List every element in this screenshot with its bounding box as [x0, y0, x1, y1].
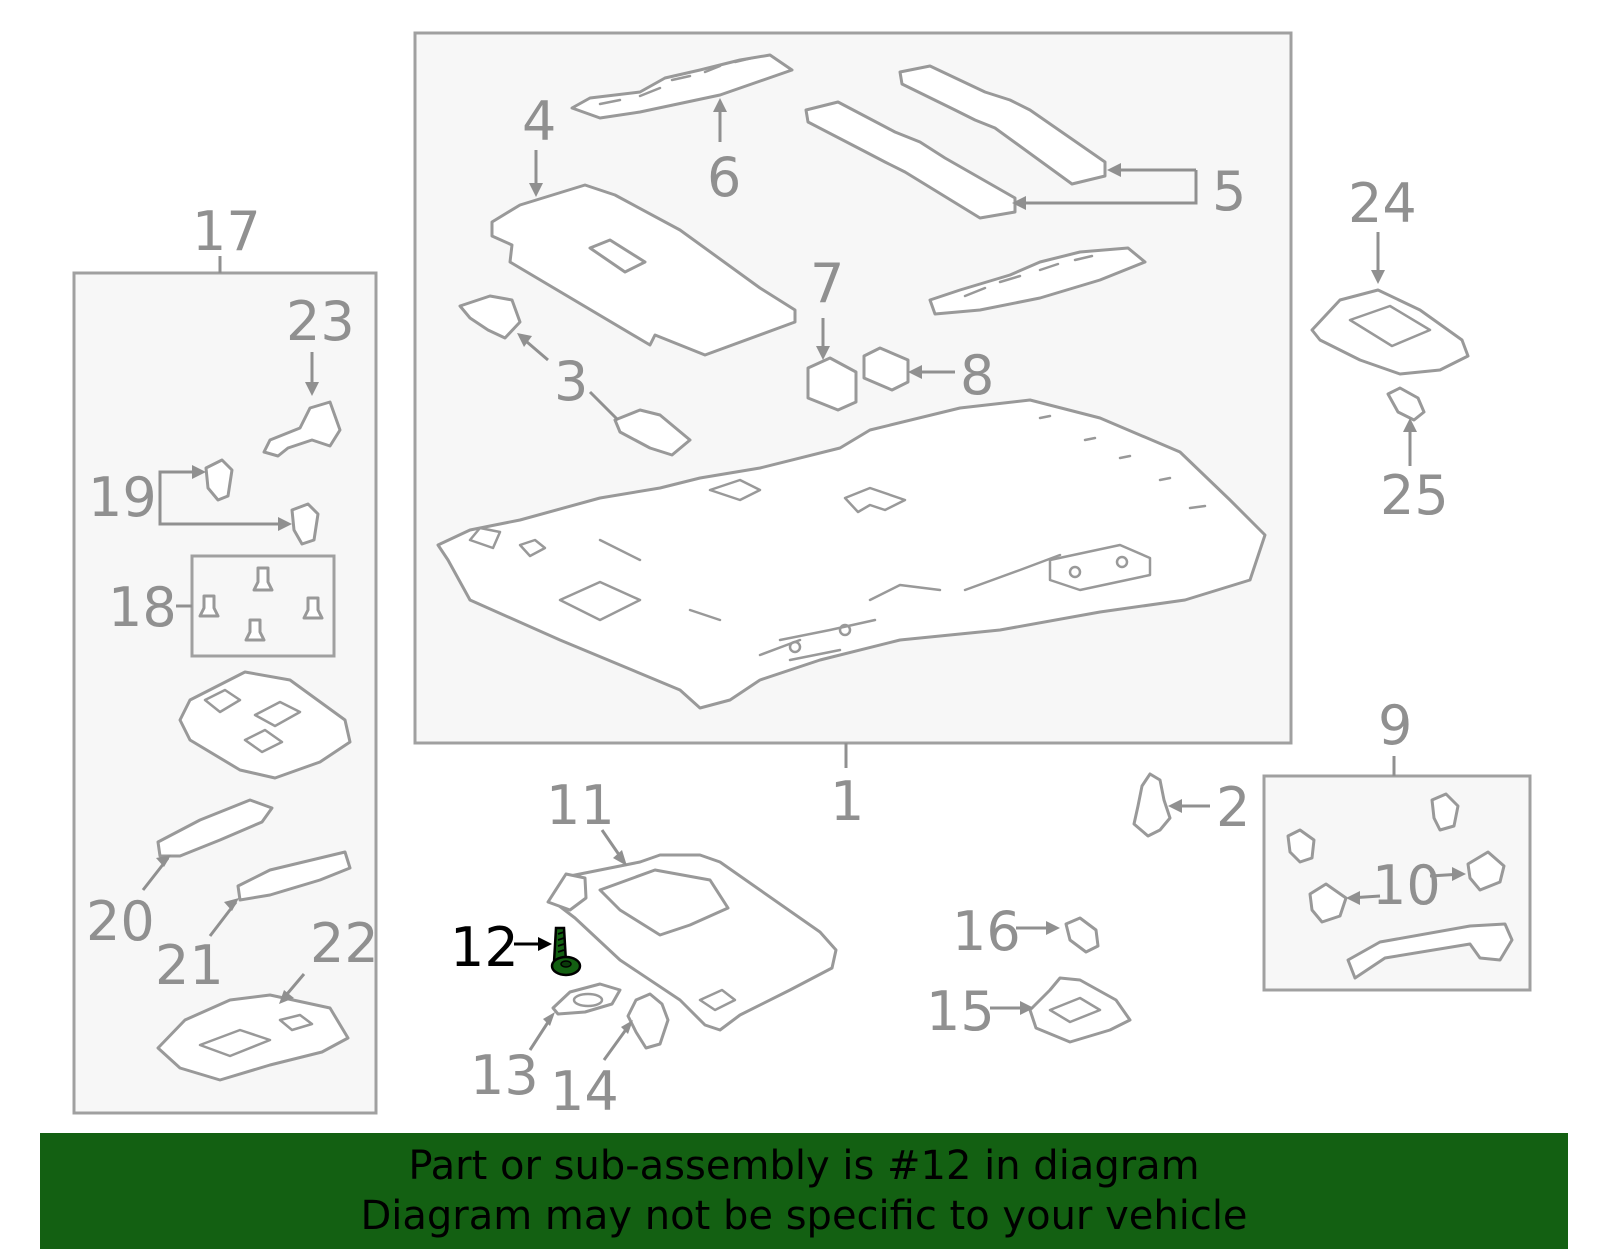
part-2-clip: [1132, 772, 1172, 838]
callout-4: 4: [522, 90, 556, 153]
callout-11: 11: [546, 774, 615, 837]
callout-19: 19: [88, 466, 157, 529]
part-8-block: [862, 346, 910, 392]
part-rail-right: [928, 246, 1147, 316]
callout-14: 14: [550, 1060, 619, 1123]
headliner-panel: [436, 398, 1267, 710]
part-24-lamp-housing: [1310, 288, 1470, 376]
callout-15: 15: [926, 980, 995, 1043]
callout-20: 20: [86, 890, 155, 953]
callout-8: 8: [960, 344, 994, 407]
part-5-bars: [804, 64, 1107, 220]
part-11-sunvisor: [546, 853, 838, 1032]
callout-13: 13: [470, 1044, 539, 1107]
callout-2: 2: [1216, 776, 1250, 839]
part-18-clips: [198, 566, 324, 642]
callout-9: 9: [1378, 694, 1412, 757]
part-21-bracket: [236, 850, 352, 902]
part-7-block: [806, 356, 858, 412]
callout-21: 21: [155, 934, 224, 997]
part-16-bulb: [1064, 916, 1100, 954]
callout-16: 16: [952, 900, 1021, 963]
callout-6: 6: [707, 146, 741, 209]
part-4-panel: [490, 183, 797, 357]
part-14-holder: [626, 992, 670, 1050]
callout-22: 22: [310, 912, 379, 975]
part-6-rail: [570, 53, 794, 120]
part-9-grab-handle: [1346, 922, 1514, 980]
part-3-clips: [458, 294, 692, 457]
part-19-clips: [204, 458, 320, 546]
callout-17: 17: [192, 200, 261, 263]
callout-3: 3: [554, 350, 588, 413]
callout-23: 23: [286, 290, 355, 353]
banner-line-1: Part or sub-assembly is #12 in diagram: [408, 1143, 1200, 1189]
part-23-bracket: [262, 400, 342, 458]
part-25-bulb: [1386, 386, 1426, 422]
callout-25: 25: [1380, 464, 1449, 527]
callout-10: 10: [1372, 854, 1441, 917]
part-22-cover: [156, 993, 350, 1082]
part-13-cover: [551, 982, 622, 1016]
callout-5: 5: [1212, 160, 1246, 223]
console-assembly: [178, 670, 352, 780]
part-12-screw: [550, 926, 582, 977]
part-10-clips: [1286, 792, 1506, 924]
callout-1: 1: [830, 770, 864, 833]
callout-18: 18: [108, 576, 177, 639]
callout-12: 12: [450, 916, 519, 979]
banner-line-2: Diagram may not be specific to your vehi…: [360, 1193, 1248, 1239]
callout-24: 24: [1348, 172, 1417, 235]
part-15-lamp: [1028, 976, 1132, 1044]
part-info-banner: Part or sub-assembly is #12 in diagram D…: [40, 1133, 1568, 1249]
callout-7: 7: [810, 252, 844, 315]
